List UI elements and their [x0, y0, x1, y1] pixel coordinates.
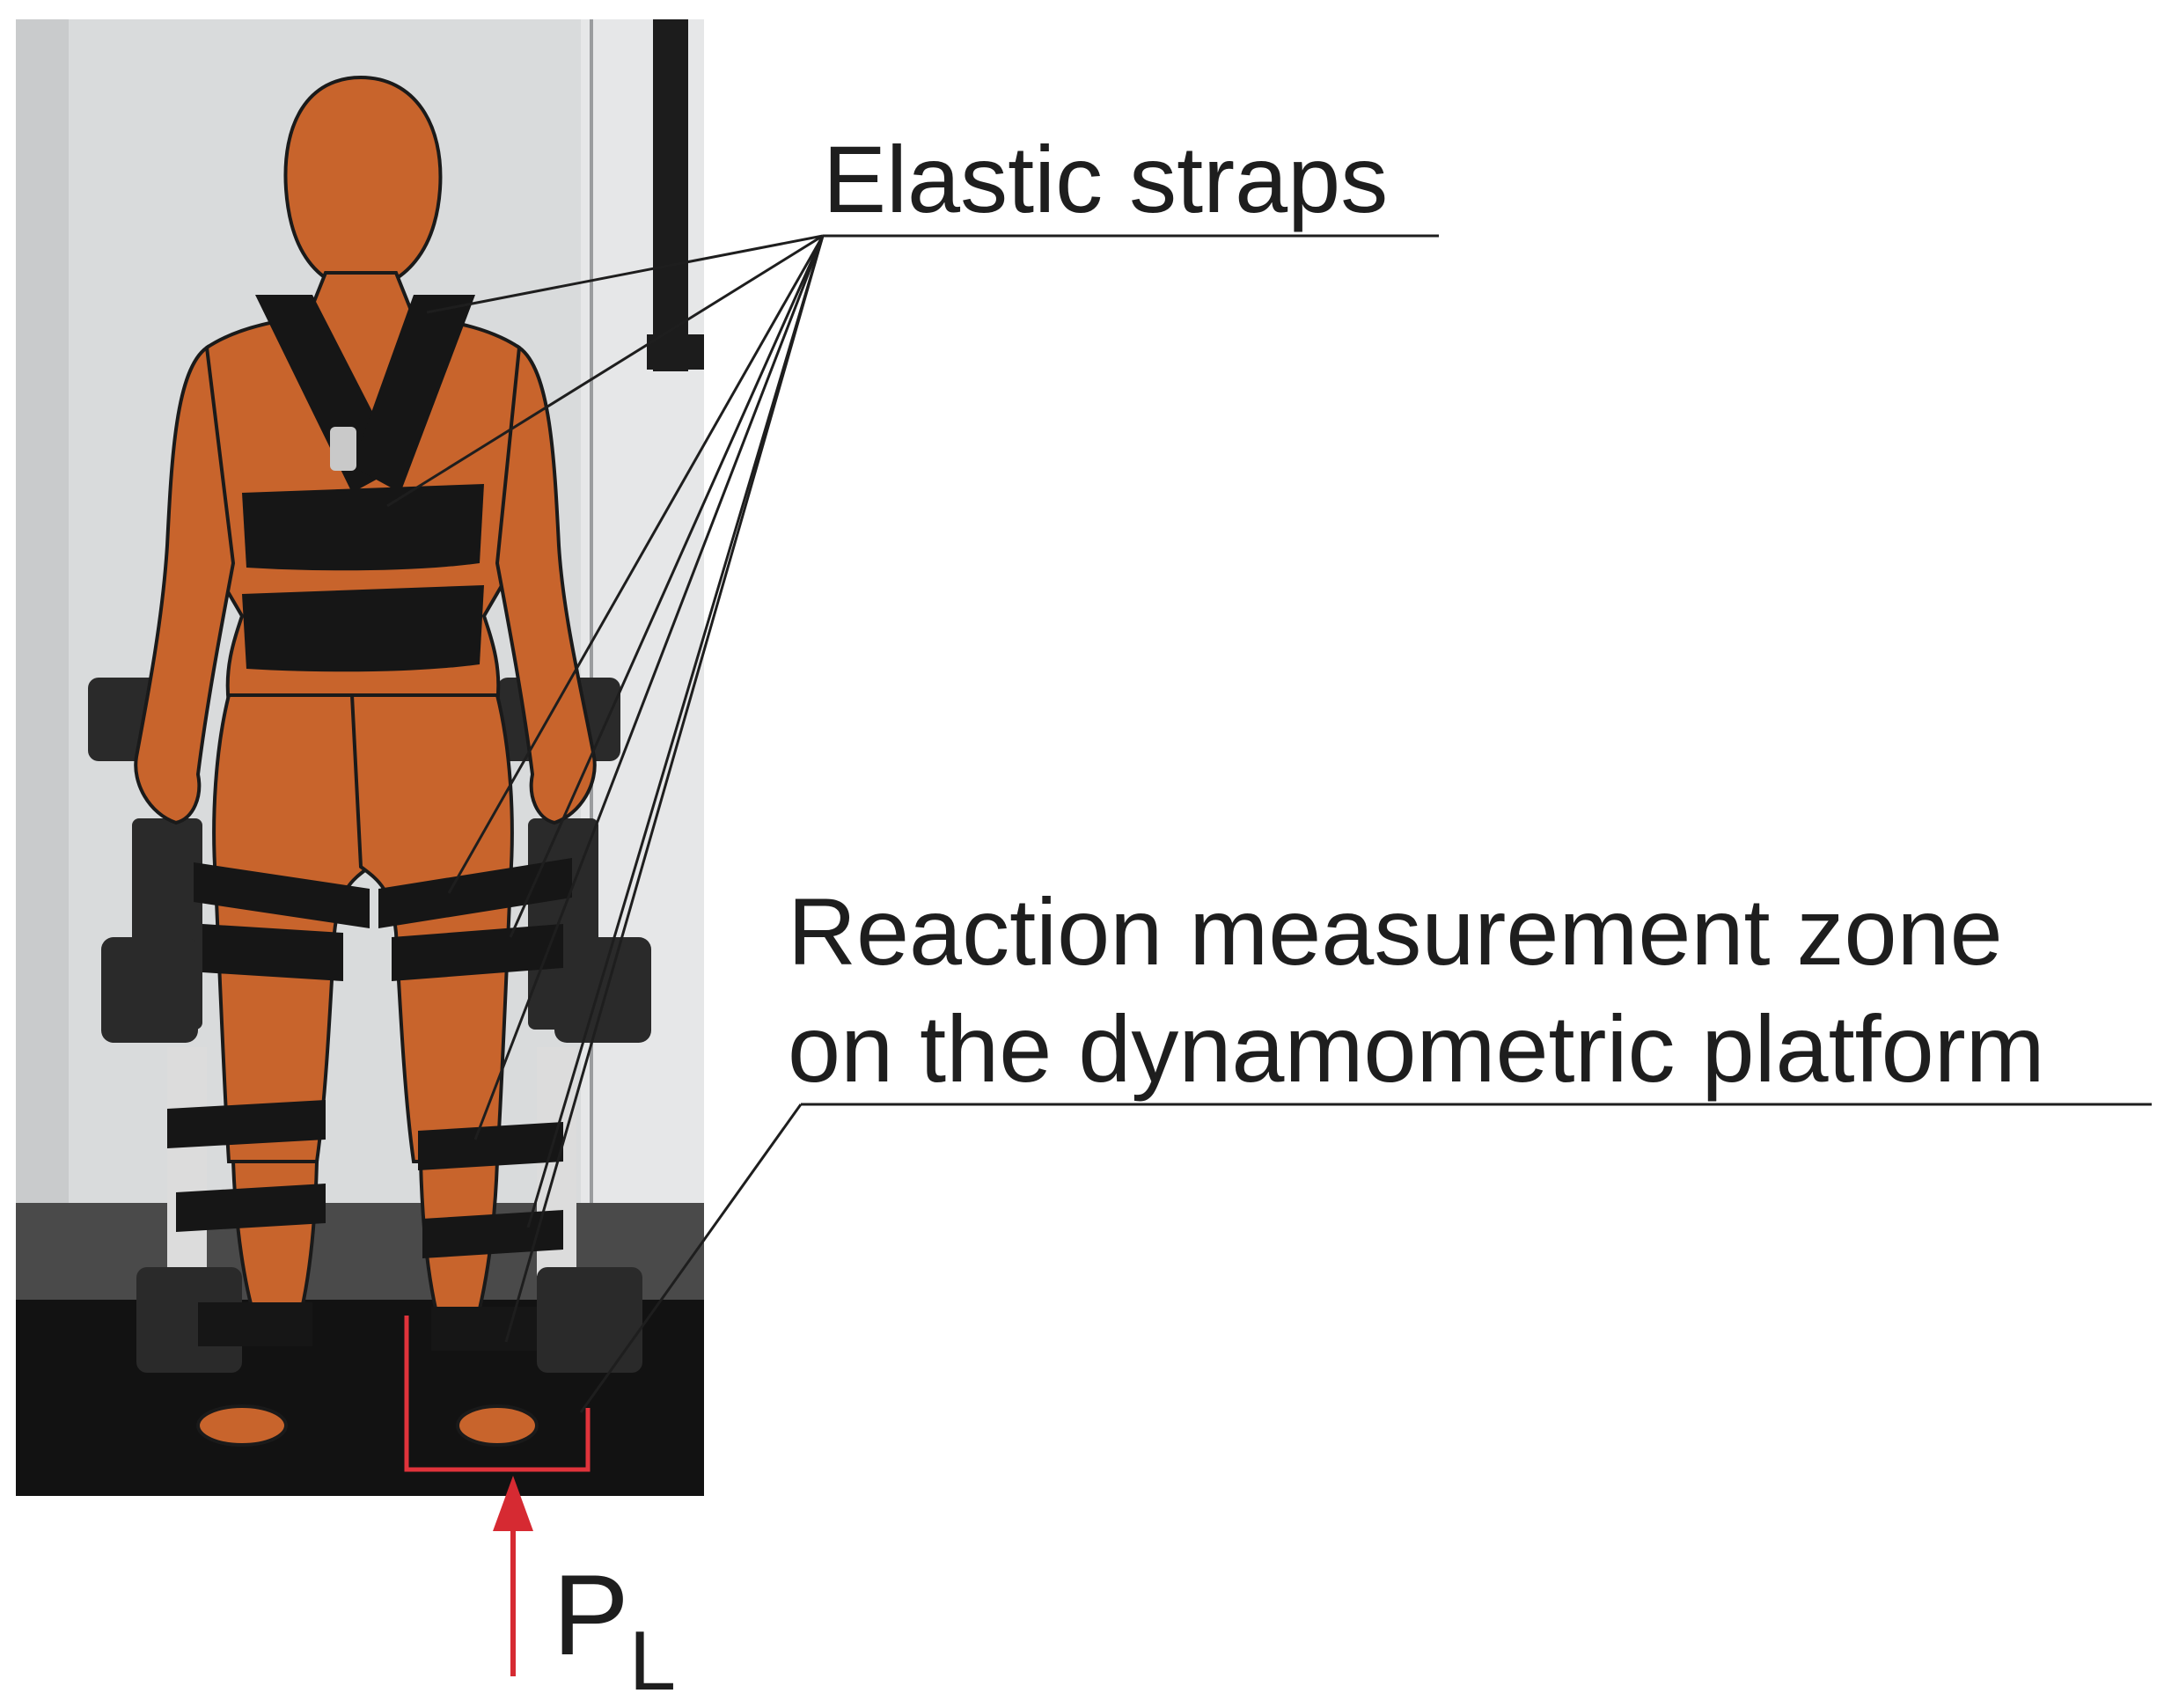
- shank-strap-upper-left: [167, 1100, 326, 1148]
- waist-belt: [242, 585, 484, 672]
- buckle: [330, 427, 356, 471]
- force-subscript: L: [628, 1614, 677, 1708]
- thigh-strap-upper-right: [378, 858, 572, 928]
- elastic-straps: [167, 295, 572, 1351]
- ankle-actuator-right: [537, 1267, 642, 1373]
- thigh-strap-lower-right: [392, 924, 563, 981]
- arm-right: [495, 344, 597, 825]
- knee-actuator-left: [101, 937, 198, 1043]
- foot-strap-left: [198, 1302, 312, 1346]
- shank-strap-upper-right: [418, 1122, 563, 1170]
- thigh-strap-lower-left: [202, 924, 343, 981]
- frame-shank-left: [167, 1047, 207, 1276]
- leader-lines: [386, 234, 2152, 1413]
- foot-left: [196, 1404, 288, 1447]
- force-label: PL: [553, 1558, 676, 1704]
- measurement-zone-label-line1: Reaction measurement zone: [788, 878, 2003, 985]
- shoulder-strap-right: [352, 295, 475, 493]
- elastic-straps-label: Elastic straps: [823, 126, 1389, 232]
- measurement-zone: [404, 1316, 591, 1472]
- force-arrow: [493, 1476, 533, 1676]
- force-symbol: P: [553, 1550, 629, 1679]
- foot-right: [456, 1404, 539, 1447]
- head: [283, 75, 443, 293]
- wall-shadow: [16, 19, 69, 1203]
- shank-strap-lower-right: [422, 1210, 563, 1258]
- measurement-zone-label-line2: on the dynamometric platform: [788, 995, 2045, 1102]
- arm-left: [134, 344, 236, 825]
- thigh-strap-upper-left: [194, 862, 370, 928]
- shank-strap-lower-left: [176, 1184, 326, 1232]
- chest-strap: [242, 484, 484, 571]
- foot-strap-right: [431, 1307, 537, 1351]
- wall-bracket: [653, 19, 688, 371]
- knee-actuator-right: [554, 937, 651, 1043]
